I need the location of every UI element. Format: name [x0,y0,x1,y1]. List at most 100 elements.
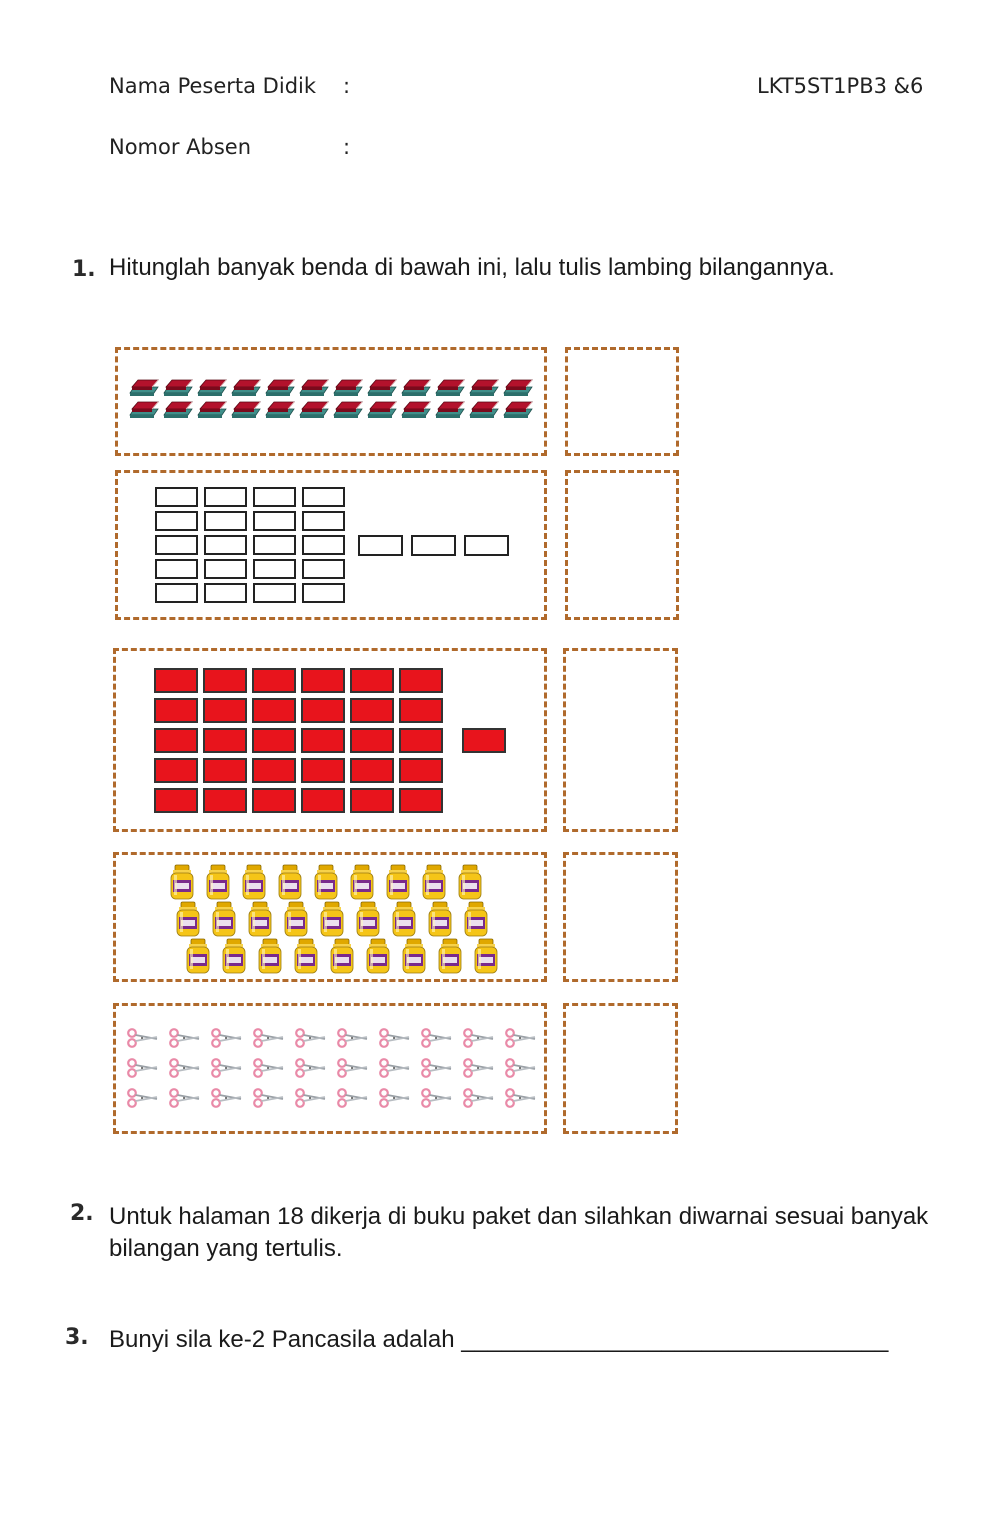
answer-input-3[interactable] [566,651,679,831]
jar-icon [212,901,236,937]
book-icon [163,379,193,397]
red-rectangle [399,698,443,723]
red-rectangle [301,668,345,693]
red-rectangle [252,698,296,723]
red-rectangle [399,788,443,813]
white-rectangle [204,511,247,531]
white-rectangle [302,535,345,555]
red-rectangle [252,668,296,693]
answer-input-1[interactable] [568,350,680,455]
worksheet-code: LKT5ST1PB3 &6 [757,74,924,98]
white-rectangle [204,583,247,603]
scissors-icon [211,1028,243,1048]
jar-icon [248,901,272,937]
question-3-text: Bunyi sila ke-2 Pancasila adalah _______… [109,1326,889,1353]
red-rectangles-group [116,651,544,829]
red-rectangle [350,728,394,753]
scissors-icon [379,1028,411,1048]
white-rectangle [155,511,198,531]
red-rectangle [350,788,394,813]
answer-input-4[interactable] [566,855,679,981]
absen-colon: : [343,135,351,159]
answer-box-3[interactable] [563,648,679,832]
red-rectangle [154,668,198,693]
white-rectangle [302,511,345,531]
red-rectangle [203,758,247,783]
white-rectangle [302,487,345,507]
book-icon [435,379,465,397]
scissors-icon [295,1058,327,1078]
book-icon [503,401,533,419]
red-rectangle [301,698,345,723]
white-rectangle [155,583,198,603]
question-1-text: Hitunglah banyak benda di bawah ini, lal… [109,254,835,281]
count-box-scissors [113,1003,547,1134]
book-icon [435,401,465,419]
scissors-icon [463,1028,495,1048]
jar-icon [356,901,380,937]
absen-label: Nomor Absen [109,135,252,159]
jar-icon [176,901,200,937]
scissors-icon [421,1088,453,1108]
white-rectangle [302,559,345,579]
white-rectangle [204,535,247,555]
jar-icon [314,864,338,900]
answer-input-5[interactable] [566,1006,679,1133]
answer-input-2[interactable] [568,473,680,619]
white-rectangle [464,535,509,556]
answer-box-5[interactable] [563,1003,679,1134]
scissors-icon [337,1058,369,1078]
jar-icon [294,938,318,974]
question-2-text: Untuk halaman 18 dikerja di buku paket d… [109,1203,929,1262]
red-rectangle [203,728,247,753]
red-rectangle [399,728,443,753]
red-rectangle [252,728,296,753]
answer-box-4[interactable] [563,852,679,982]
book-icon [197,379,227,397]
books-group [129,379,533,419]
red-rectangle [203,698,247,723]
answer-box-1[interactable] [565,347,680,456]
jar-icon [428,901,452,937]
scissors-icon [505,1088,537,1108]
jar-icon [458,864,482,900]
jar-icon [186,938,210,974]
book-icon [265,379,295,397]
white-rectangle [253,559,296,579]
book-icon [265,401,295,419]
book-icon [367,379,397,397]
scissors-icon [421,1028,453,1048]
book-icon [299,401,329,419]
jar-icon [392,901,416,937]
jar-icon [330,938,354,974]
red-rectangle [203,788,247,813]
scissors-icon [127,1028,159,1048]
book-icon [129,401,159,419]
answer-box-2[interactable] [565,470,680,620]
scissors-icon [463,1058,495,1078]
jar-icon [402,938,426,974]
jar-icon [438,938,462,974]
jar-icon [242,864,266,900]
scissors-icon [463,1088,495,1108]
book-icon [469,379,499,397]
scissors-icon [421,1058,453,1078]
scissors-icon [253,1028,285,1048]
book-icon [231,401,261,419]
book-icon [197,401,227,419]
jar-icon [366,938,390,974]
red-rectangle [154,758,198,783]
red-rectangle [301,758,345,783]
jars-group [170,864,498,974]
jar-icon [350,864,374,900]
question-3-number: 3. [65,1325,89,1350]
red-rectangle [252,758,296,783]
count-box-red-rectangles [113,648,547,832]
red-rectangle [252,788,296,813]
book-icon [503,379,533,397]
red-rectangle [154,788,198,813]
scissors-icon [379,1058,411,1078]
white-rectangle [155,535,198,555]
white-rectangle [155,559,198,579]
white-rectangle [253,511,296,531]
